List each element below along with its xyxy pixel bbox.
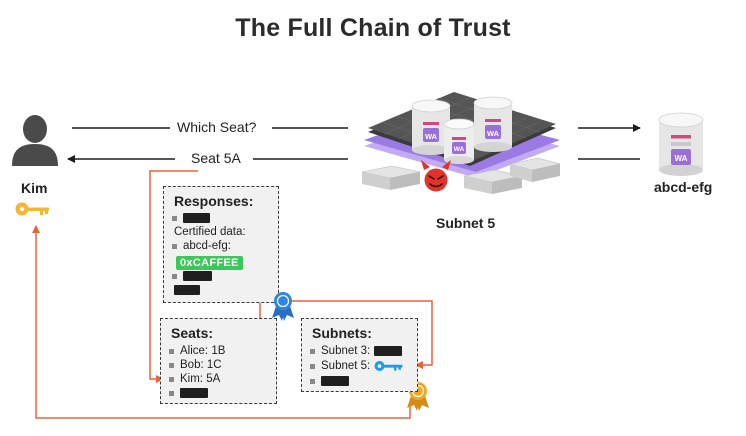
server-icon: [361, 165, 421, 190]
subnet-label: Subnet 5: [436, 215, 496, 231]
list-item: 0xCAFFEE: [176, 253, 243, 271]
bullet-icon: [169, 376, 174, 382]
list-item: Subnet 5:: [310, 359, 404, 373]
list-item: [172, 269, 212, 283]
canister-icon: WA: [443, 118, 475, 164]
server-icon: [509, 157, 561, 182]
seats-title: Seats:: [171, 325, 214, 341]
list-item: [174, 283, 200, 297]
bullet-icon: [172, 215, 177, 221]
request-label: Which Seat?: [177, 119, 257, 135]
list-item: Alice: 1B: [169, 344, 225, 358]
canister-icon: WA: [473, 96, 513, 152]
subnet-row: Subnet 3:: [321, 345, 371, 357]
list-item: [169, 386, 208, 400]
svg-text:WA: WA: [675, 154, 688, 163]
bullet-icon: [172, 243, 177, 249]
bullet-icon: [310, 363, 315, 369]
blue-key-icon: [374, 361, 403, 371]
certified-key: abcd-efg:: [183, 240, 231, 252]
certified-data-label: Certified data:: [174, 226, 246, 238]
bullet-icon: [169, 348, 174, 354]
seat-row: Kim: 5A: [180, 373, 221, 385]
user-name: Kim: [21, 180, 48, 196]
seat-row: Alice: 1B: [180, 345, 226, 357]
gold-key-icon: [15, 202, 49, 216]
subnet-row: Subnet 5:: [321, 360, 371, 372]
redacted-value: [183, 271, 212, 281]
subnets-title: Subnets:: [312, 325, 372, 341]
list-item: [172, 211, 210, 225]
canister-abcd-efg-icon: WA: [658, 112, 704, 176]
seats-box: Seats: Alice: 1B Bob: 1C Kim: 5A: [160, 318, 277, 404]
redacted-value: [183, 213, 210, 223]
list-item: abcd-efg:: [172, 239, 231, 253]
certified-value-badge: 0xCAFFEE: [176, 256, 243, 270]
svg-text:WA: WA: [487, 129, 500, 138]
redacted-value: [174, 285, 200, 295]
seat-row: Bob: 1C: [180, 359, 222, 371]
svg-text:WA: WA: [454, 146, 465, 153]
list-item: Bob: 1C: [169, 358, 222, 372]
svg-text:WA: WA: [425, 132, 438, 141]
bullet-icon: [169, 362, 174, 368]
redacted-value: [180, 388, 208, 398]
list-item: [310, 374, 349, 388]
canister-label: abcd-efg: [654, 179, 713, 195]
page-title: The Full Chain of Trust: [235, 14, 511, 42]
bullet-icon: [310, 378, 315, 384]
list-item: Subnet 3:: [310, 344, 403, 358]
bullet-icon: [169, 390, 174, 396]
list-item: Kim: 5A: [169, 372, 220, 386]
subnets-box: Subnets: Subnet 3: Subnet 5:: [301, 318, 418, 392]
responses-title: Responses:: [174, 193, 254, 209]
user-icon: [12, 115, 58, 166]
responses-box: Responses: Certified data: abcd-efg: 0xC…: [163, 186, 279, 303]
bullet-icon: [172, 273, 177, 279]
redacted-value: [321, 376, 349, 386]
canister-icon: WA: [411, 99, 451, 155]
redacted-value: [374, 346, 403, 356]
devil-icon: [421, 160, 451, 192]
bullet-icon: [310, 348, 315, 354]
server-icon: [463, 169, 523, 194]
response-label: Seat 5A: [191, 150, 241, 166]
